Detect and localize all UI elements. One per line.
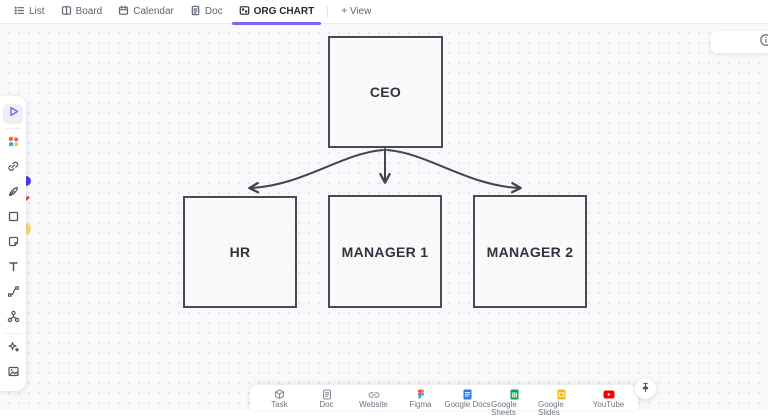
- sticky-note-icon: [7, 235, 20, 253]
- tab-label: Doc: [204, 6, 223, 17]
- google-sheets-icon: [510, 389, 519, 400]
- pin-toolbar-button[interactable]: [635, 378, 656, 399]
- whiteboard-icon: [239, 5, 250, 19]
- text-tool[interactable]: [3, 259, 23, 279]
- org-node-label: HR: [229, 244, 251, 260]
- website-icon: [368, 389, 380, 400]
- embed-item-label: YouTube: [592, 400, 625, 409]
- embed-item-label: Google Sheets: [491, 400, 517, 417]
- embed-item-label: Website: [359, 400, 388, 409]
- whiteboard-tool-panel: [0, 96, 26, 391]
- link-icon: [7, 160, 20, 178]
- mind-map-tool[interactable]: [3, 309, 23, 329]
- org-node-ceo[interactable]: CEO: [328, 36, 443, 148]
- link-tool[interactable]: [3, 159, 23, 179]
- scribble-tool[interactable]: [3, 284, 23, 304]
- square-icon: [7, 210, 20, 228]
- embed-item-label: Figma: [409, 400, 432, 409]
- embed-item-label: Google Slides: [538, 400, 564, 417]
- tab-label: Calendar: [133, 6, 174, 17]
- figma-icon: [417, 389, 425, 400]
- embed-toolbar: Task Doc Website Figma Google Docs Googl…: [250, 385, 638, 417]
- tab-label: Board: [75, 6, 103, 17]
- google-docs-icon: [463, 389, 472, 400]
- tool-divider: [5, 128, 21, 129]
- scribble-icon: [7, 285, 20, 303]
- tab-board[interactable]: Board: [53, 0, 111, 24]
- list-icon: [14, 5, 25, 19]
- mind-map-icon: [7, 310, 20, 328]
- select-tool[interactable]: [3, 103, 23, 124]
- org-node-hr[interactable]: HR: [183, 196, 297, 308]
- embed-task-button[interactable]: Task: [256, 389, 303, 409]
- embed-google-slides-button[interactable]: Google Slides: [538, 389, 585, 417]
- tab-calendar[interactable]: Calendar: [110, 0, 182, 24]
- purple-dot-mark: [21, 176, 31, 186]
- ai-tool[interactable]: [3, 339, 23, 359]
- embed-doc-button[interactable]: Doc: [303, 389, 350, 409]
- youtube-icon: [603, 389, 615, 400]
- tool-divider: [5, 333, 21, 334]
- cursor-icon: [7, 105, 20, 123]
- cards-icon: [7, 135, 20, 153]
- org-node-manager1[interactable]: MANAGER 1: [328, 195, 442, 308]
- pen-icon: [7, 185, 20, 203]
- task-icon: [274, 389, 285, 400]
- info-icon[interactable]: [759, 33, 768, 52]
- embed-google-sheets-button[interactable]: Google Sheets: [491, 389, 538, 417]
- tab-list[interactable]: List: [6, 0, 53, 24]
- google-slides-icon: [557, 389, 566, 400]
- sticky-note-tool[interactable]: [3, 234, 23, 254]
- info-card: [711, 31, 768, 53]
- image-tool[interactable]: [3, 364, 23, 384]
- embed-item-label: Task: [271, 400, 288, 409]
- org-node-manager2[interactable]: MANAGER 2: [473, 195, 587, 308]
- tab-bar-divider: [327, 5, 329, 18]
- org-node-label: CEO: [369, 84, 402, 100]
- doc-icon: [322, 389, 332, 400]
- embed-figma-button[interactable]: Figma: [397, 389, 444, 409]
- embed-website-button[interactable]: Website: [350, 389, 397, 409]
- board-icon: [61, 5, 72, 19]
- ai-sparkle-icon: [7, 340, 20, 358]
- org-node-label: MANAGER 1: [341, 243, 429, 260]
- tab-doc[interactable]: Doc: [182, 0, 231, 24]
- tab-org-chart[interactable]: ORG CHART: [231, 0, 323, 25]
- org-node-label: MANAGER 2: [486, 243, 574, 260]
- doc-icon: [190, 5, 201, 19]
- pen-tool[interactable]: [3, 184, 23, 204]
- embed-item-label: Google Docs: [444, 400, 491, 409]
- embed-item-label: Doc: [319, 400, 334, 409]
- tab-label: ORG CHART: [253, 6, 315, 17]
- embed-google-docs-button[interactable]: Google Docs: [444, 389, 491, 409]
- calendar-icon: [118, 5, 129, 19]
- text-icon: [7, 260, 20, 278]
- shape-tool[interactable]: [3, 209, 23, 229]
- add-view-button[interactable]: + View: [333, 0, 379, 24]
- tab-label: List: [29, 6, 45, 17]
- cards-tool[interactable]: [3, 134, 23, 154]
- add-view-label: + View: [341, 6, 372, 17]
- embed-youtube-button[interactable]: YouTube: [585, 389, 632, 409]
- view-tab-bar: List Board Calendar Doc ORG CHART + View: [0, 0, 768, 25]
- image-icon: [7, 365, 20, 383]
- pin-icon: [640, 380, 651, 398]
